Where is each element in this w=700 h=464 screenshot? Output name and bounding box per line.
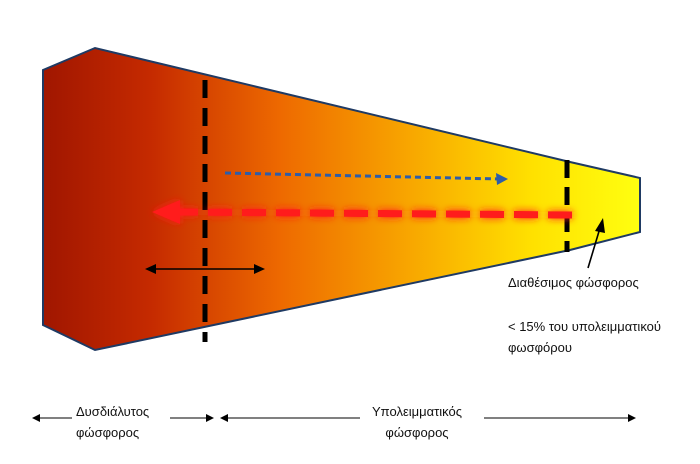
residual-label-line2: φώσφορος (385, 425, 449, 440)
insoluble-label-line1: Δυσδιάλυτος (76, 404, 150, 419)
available-phosphorus-label: Διαθέσιμος φώσφορος (508, 275, 639, 290)
phosphorus-pool-shape (42, 46, 641, 352)
residual-phosphorus-label: Υπολειμματικός φώσφορος (372, 401, 462, 443)
fraction-note-line1: < 15% του υπολειμματικού (508, 319, 661, 334)
residual-label-line1: Υπολειμματικός (372, 404, 462, 419)
double-headed-arrow (145, 264, 265, 274)
fraction-note: < 15% του υπολειμματικού φωσφόρου (508, 316, 661, 358)
insoluble-phosphorus-label: Δυσδιάλυτος φώσφορος (76, 401, 149, 443)
insoluble-label-line2: φώσφορος (76, 425, 140, 440)
insoluble-range-arrows (32, 414, 214, 422)
residual-range-arrows (220, 414, 636, 422)
red-dashed-arrow (152, 200, 573, 224)
pointer-arrow (587, 218, 605, 269)
fraction-note-line2: φωσφόρου (508, 340, 572, 355)
blue-dotted-arrow (224, 171, 508, 185)
